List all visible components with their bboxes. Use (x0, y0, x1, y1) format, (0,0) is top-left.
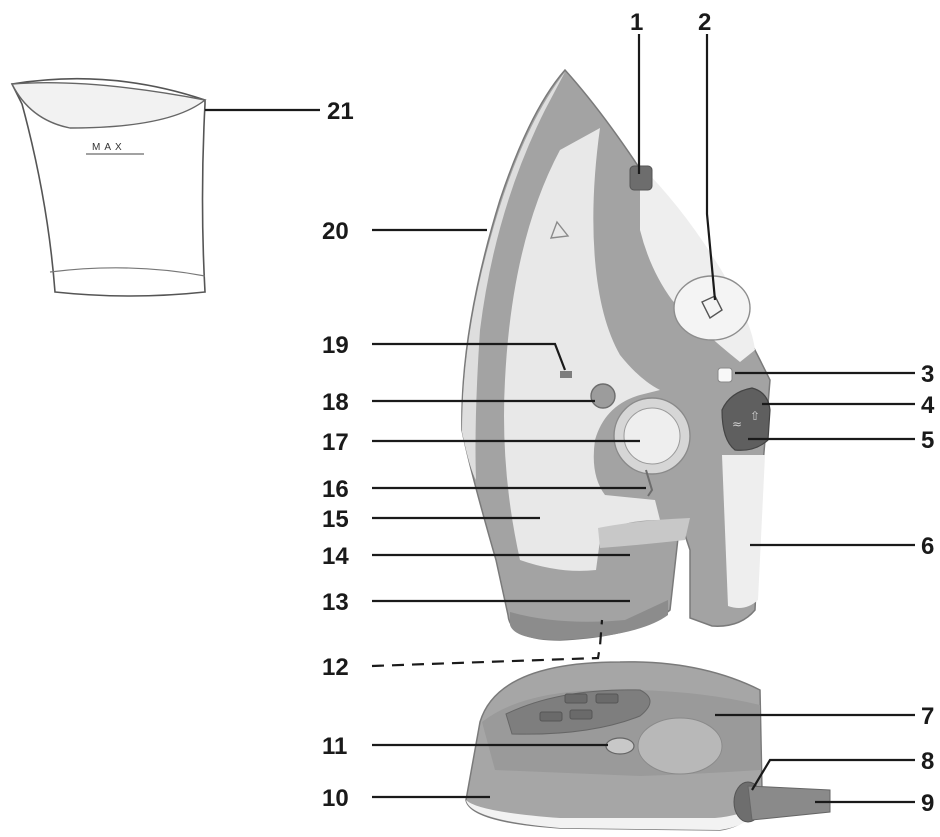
callout-2: 2 (698, 9, 711, 36)
callout-21: 21 (327, 98, 354, 125)
callout-19: 19 (322, 332, 349, 359)
base-switch (605, 737, 635, 755)
svg-text:≈: ≈ (732, 417, 742, 431)
callout-12: 12 (322, 654, 349, 681)
callout-10: 10 (322, 785, 349, 812)
callout-5: 5 (921, 427, 934, 454)
callout-labels: 1 2 3 4 5 6 7 8 9 10 11 12 13 14 15 16 1… (322, 9, 935, 817)
callout-18: 18 (322, 389, 349, 416)
callout-13: 13 (322, 589, 349, 616)
callout-3: 3 (921, 361, 934, 388)
callout-16: 16 (322, 476, 349, 503)
callout-15: 15 (322, 506, 349, 533)
steam-iron: ≈ ⇧ (461, 68, 771, 641)
callout-7: 7 (921, 703, 934, 730)
power-cord (747, 785, 831, 821)
indicator-light (717, 367, 733, 383)
charging-base (465, 661, 831, 831)
callout-8: 8 (921, 748, 934, 775)
callout-14: 14 (322, 543, 349, 570)
callout-6: 6 (921, 533, 934, 560)
self-clean-button (590, 383, 616, 409)
leader-lines (205, 34, 915, 804)
callout-20: 20 (322, 218, 349, 245)
callout-1: 1 (630, 9, 643, 36)
callout-4: 4 (921, 392, 935, 419)
svg-text:⇧: ⇧ (750, 409, 760, 423)
callout-17: 17 (322, 429, 349, 456)
cup-max-mark: MAX (92, 142, 126, 153)
fill-cap (673, 275, 751, 341)
steam-buttons (721, 387, 771, 451)
callout-11: 11 (322, 733, 347, 760)
spray-button (629, 165, 653, 191)
callout-9: 9 (921, 790, 934, 817)
measuring-cup: MAX (10, 77, 207, 297)
